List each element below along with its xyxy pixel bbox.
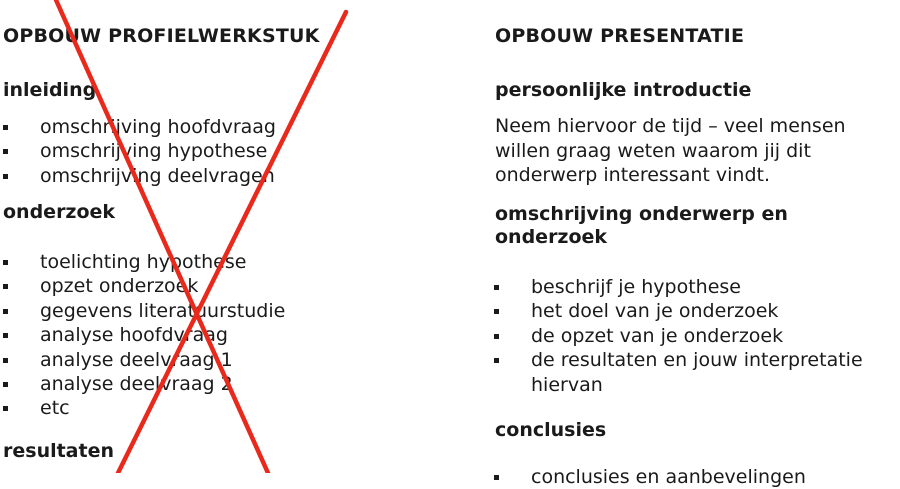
conclusions-list: conclusies en aanbevelingen	[491, 465, 806, 489]
bullet-icon	[3, 173, 8, 179]
bullet-icon	[494, 309, 499, 315]
section-heading-inleiding: inleiding	[3, 79, 97, 101]
list-item: omschrijving deelvragen	[0, 164, 276, 188]
bullet-icon	[3, 149, 8, 155]
section-heading-conclusies: conclusies	[495, 419, 607, 441]
bullet-icon	[3, 406, 8, 412]
list-item: analyse deelvraag 1	[0, 348, 285, 372]
section-heading-resultaten: resultaten	[3, 440, 115, 462]
list-item: toelichting hypothese	[0, 250, 285, 274]
list-item: analyse deelvraag 2	[0, 372, 285, 396]
bullet-icon	[3, 333, 8, 339]
list-item: opzet onderzoek	[0, 274, 285, 298]
bullet-icon	[3, 284, 8, 290]
list-item: omschrijving hypothese	[0, 139, 276, 163]
bullet-icon	[3, 382, 8, 388]
bullet-icon	[3, 260, 8, 265]
list-item: analyse hoofdvraag	[0, 323, 285, 347]
list-item: etc	[0, 396, 285, 420]
list-item: gegevens literatuurstudie	[0, 299, 285, 323]
list-item: de opzet van je onderzoek	[491, 324, 863, 348]
bullet-icon	[3, 125, 8, 130]
intro-paragraph: Neem hiervoor de tijd – veel mensen will…	[495, 115, 846, 187]
right-title: OPBOUW PRESENTATIE	[495, 25, 745, 47]
left-title: OPBOUW PROFIELWERKSTUK	[3, 25, 320, 47]
bullet-icon	[494, 285, 499, 290]
list-item-continuation: hiervan	[531, 373, 603, 396]
bullet-icon	[494, 333, 499, 339]
list-item: beschrijf je hypothese	[491, 275, 863, 299]
list-item: de resultaten en jouw interpretatie	[491, 348, 863, 372]
list-item: het doel van je onderzoek	[491, 299, 863, 323]
bullet-icon	[494, 475, 499, 480]
inleiding-list: omschrijving hoofdvraag omschrijving hyp…	[0, 115, 276, 188]
list-item: conclusies en aanbevelingen	[491, 465, 806, 489]
section-heading-intro: persoonlijke introductie	[495, 79, 752, 101]
bullet-icon	[3, 308, 8, 314]
bullet-icon	[494, 358, 499, 364]
onderzoek-list: toelichting hypothese opzet onderzoek ge…	[0, 250, 285, 421]
subject-list: beschrijf je hypothese het doel van je o…	[491, 275, 863, 397]
section-heading-subject-line2: onderzoek	[495, 226, 608, 248]
list-item: omschrijving hoofdvraag	[0, 115, 276, 139]
bullet-icon	[3, 357, 8, 363]
section-heading-subject-line1: omschrijving onderwerp en	[495, 203, 788, 225]
section-heading-onderzoek: onderzoek	[3, 201, 116, 223]
